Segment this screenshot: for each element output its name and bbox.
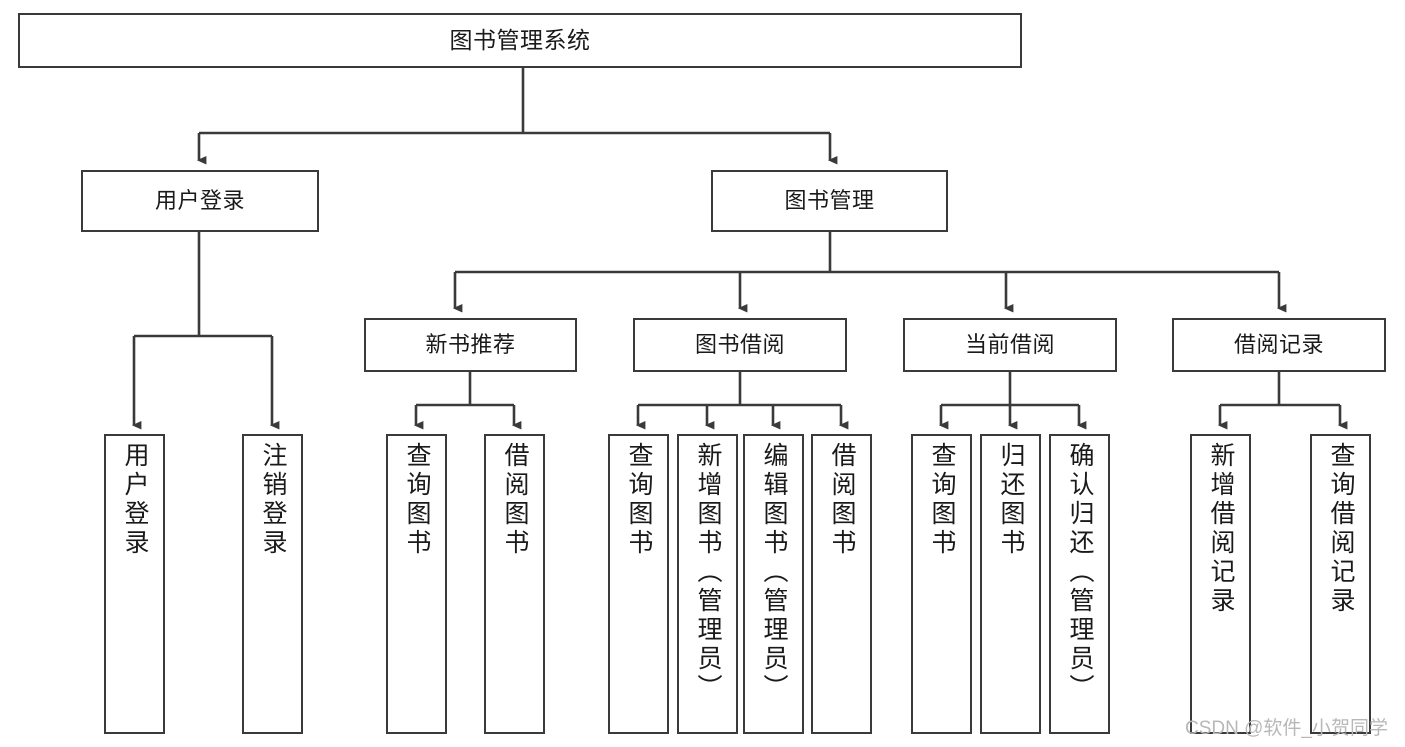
leaf-borrow-book-new-rec[interactable]: 借阅图书 (484, 434, 545, 734)
node-label: 借阅图书 (501, 442, 529, 558)
node-label: 查询图书 (625, 442, 653, 558)
leaf-logout[interactable]: 注销登录 (242, 434, 303, 734)
leaf-add-book-admin[interactable]: 新增图书（管理员） (677, 434, 738, 734)
node-label: 新增借阅记录 (1207, 442, 1235, 616)
node-new-book-recommendation[interactable]: 新书推荐 (364, 318, 577, 372)
node-label: 编辑图书（管理员） (760, 442, 788, 703)
leaf-edit-book-admin[interactable]: 编辑图书（管理员） (743, 434, 804, 734)
leaf-borrow-book[interactable]: 借阅图书 (811, 434, 872, 734)
node-label: 新增图书（管理员） (694, 442, 722, 703)
node-label: 用户登录 (154, 187, 245, 213)
node-label: 新书推荐 (425, 331, 516, 357)
node-label: 用户登录 (121, 442, 149, 558)
node-label: 当前借阅 (964, 331, 1055, 357)
node-book-management-system[interactable]: 图书管理系统 (18, 13, 1022, 68)
leaf-query-book-new-rec[interactable]: 查询图书 (386, 434, 447, 734)
leaf-user-login[interactable]: 用户登录 (104, 434, 165, 734)
node-user-login[interactable]: 用户登录 (81, 170, 319, 232)
node-label: 图书管理系统 (449, 26, 591, 53)
watermark-text: CSDN @软件_小贺同学 (1185, 718, 1388, 739)
node-book-management[interactable]: 图书管理 (711, 170, 948, 232)
node-label: 确认归还（管理员） (1066, 442, 1094, 703)
leaf-query-borrow-record[interactable]: 查询借阅记录 (1310, 434, 1371, 734)
leaf-add-borrow-record[interactable]: 新增借阅记录 (1190, 434, 1251, 734)
node-borrowing-record[interactable]: 借阅记录 (1172, 318, 1386, 372)
leaf-confirm-return-admin[interactable]: 确认归还（管理员） (1049, 434, 1110, 734)
node-book-borrowing[interactable]: 图书借阅 (633, 318, 847, 372)
node-label: 借阅记录 (1233, 331, 1324, 357)
leaf-query-book-current[interactable]: 查询图书 (911, 434, 972, 734)
node-current-borrowing[interactable]: 当前借阅 (903, 318, 1117, 372)
node-label: 归还图书 (997, 442, 1025, 558)
node-label: 查询借阅记录 (1327, 442, 1355, 616)
node-label: 查询图书 (928, 442, 956, 558)
node-label: 借阅图书 (828, 442, 856, 558)
leaf-return-book[interactable]: 归还图书 (980, 434, 1041, 734)
node-label: 图书管理 (784, 187, 875, 213)
leaf-query-book-borrow[interactable]: 查询图书 (608, 434, 669, 734)
node-label: 注销登录 (259, 442, 287, 558)
node-label: 查询图书 (403, 442, 431, 558)
node-label: 图书借阅 (694, 331, 785, 357)
